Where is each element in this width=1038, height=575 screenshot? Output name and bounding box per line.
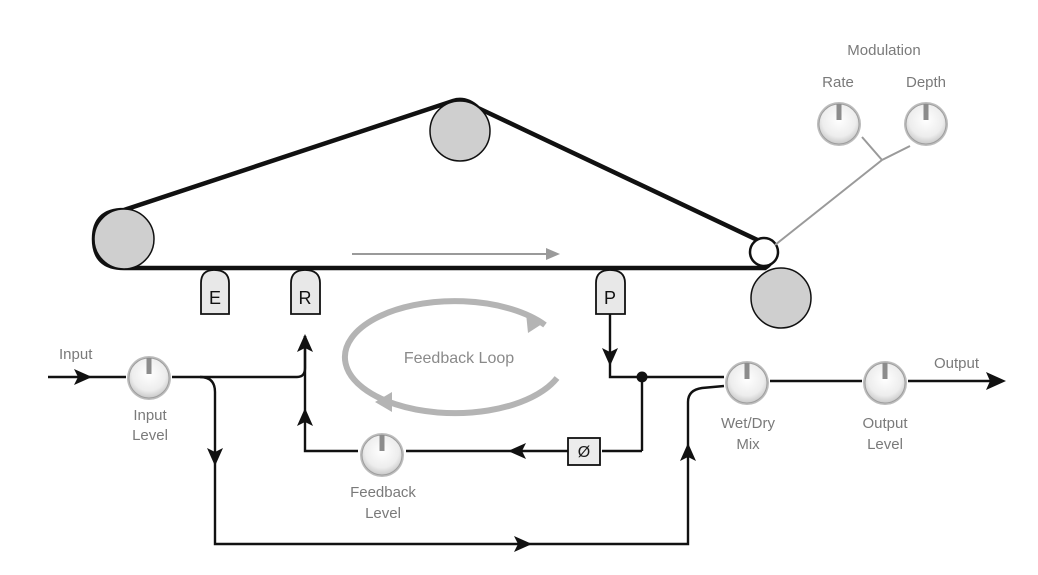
feedback-loop-indicator: Feedback Loop: [341, 298, 560, 417]
output-level-label-line1: Output: [862, 415, 908, 432]
erase-head: E: [200, 269, 230, 315]
input-label: Input: [59, 346, 93, 363]
output-label: Output: [934, 355, 980, 372]
capstan-roller: [748, 236, 780, 268]
input-level-label-line1: Input: [133, 407, 167, 424]
erase-head-label: E: [209, 288, 221, 308]
input-level-knob[interactable]: [126, 355, 172, 401]
feedback-level-label-line2: Level: [365, 505, 401, 522]
output-level-knob[interactable]: [862, 360, 908, 406]
modulation-depth-label: Depth: [906, 74, 946, 91]
feedback-loop-label: Feedback Loop: [404, 350, 514, 367]
roller-bottom-right: [750, 267, 812, 329]
feedback-level-label-line1: Feedback: [350, 484, 416, 501]
modulation-depth-knob[interactable]: [903, 101, 949, 147]
junction-dot: [636, 371, 648, 383]
feedback-level-knob[interactable]: [359, 432, 405, 478]
modulation-link-lines: [774, 136, 911, 246]
play-head-label: P: [604, 288, 616, 308]
phase-invert-symbol: Ø: [578, 444, 590, 461]
play-head: P: [595, 269, 626, 315]
phase-invert-box[interactable]: Ø: [567, 437, 601, 466]
wet-dry-mix-label-line2: Mix: [736, 436, 760, 453]
record-head: R: [290, 269, 321, 315]
input-level-label-line2: Level: [132, 427, 168, 444]
output-level-label-line2: Level: [867, 436, 903, 453]
roller-left: [93, 208, 155, 270]
wet-dry-mix-knob[interactable]: [724, 360, 770, 406]
modulation-title: Modulation: [847, 42, 920, 59]
wet-dry-mix-label-line1: Wet/Dry: [721, 415, 775, 432]
tape-direction-arrow: [352, 248, 560, 260]
modulation-rate-label: Rate: [822, 74, 854, 91]
flow-arrows: [74, 334, 1006, 552]
signal-wires: [48, 314, 992, 546]
roller-top: [429, 100, 491, 162]
modulation-rate-knob[interactable]: [816, 101, 862, 147]
record-head-label: R: [299, 288, 312, 308]
